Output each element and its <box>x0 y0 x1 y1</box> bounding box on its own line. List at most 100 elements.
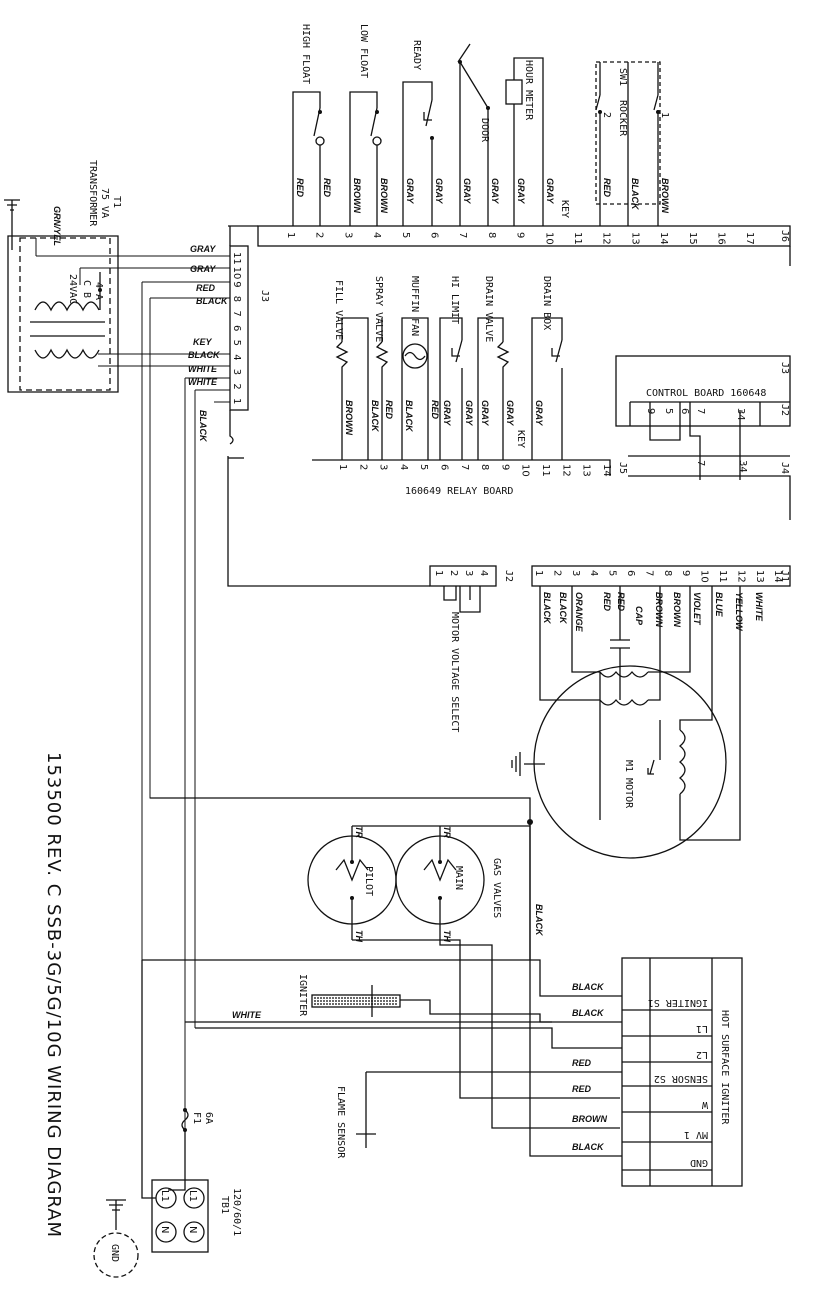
j4-pin: 34 <box>737 460 748 473</box>
j6-pin: 2 <box>314 232 325 238</box>
hour-meter-label: HOUR METER <box>523 60 534 121</box>
hi-limit: HI LIMIT <box>439 276 463 460</box>
hot-surface-igniter: HOT SURFACE IGNITER <box>621 957 743 1187</box>
j5-pin: 11 <box>540 464 551 477</box>
hsi-terminal-label: L1 <box>696 1023 708 1034</box>
j1-pin: 6 <box>625 570 636 576</box>
terminal-block-tb1: L1 L1 N N 120/60/1 TB1 <box>141 960 242 1253</box>
cap-label: CAP <box>634 606 644 626</box>
t1-transformer-label: TRANSFORMER <box>87 160 98 227</box>
control-board: CONTROL BOARD 160648 J3 J2 J4 <box>615 355 791 520</box>
hsi-wire-label: BLACK <box>572 982 605 992</box>
cb-pin: 6 <box>679 408 690 414</box>
j3-wire-9: RED <box>196 283 216 293</box>
spray-valve: SPRAY VALVE <box>373 276 389 460</box>
j3-pin: 6 <box>231 325 242 331</box>
j5-wire-label: BLACK <box>370 400 380 433</box>
j3-pin: 2 <box>231 383 242 389</box>
rocker-switch: SW1 ROCKER 2 1 <box>595 61 670 226</box>
hsi-terminal-label: GND <box>690 1157 708 1168</box>
hsi-terminal-label: IGNITER S1 <box>648 997 708 1008</box>
j6-key-label: KEY <box>559 200 570 218</box>
j1-pin: 8 <box>662 570 673 576</box>
hsi-wire-label: RED <box>572 1084 592 1094</box>
t1-label: T1 <box>111 196 122 208</box>
low-float-switch: LOW FLOAT <box>349 24 382 226</box>
j2-pin: 3 <box>463 570 474 576</box>
j6-label: J6 <box>779 230 790 242</box>
j5-wire-label: GRAY <box>464 400 474 426</box>
relay-board-label: 160649 RELAY BOARD <box>405 486 513 497</box>
pilot-valve-label: PILOT <box>363 866 374 896</box>
hsi-title: HOT SURFACE IGNITER <box>719 1010 730 1125</box>
j6-pin: 12 <box>601 232 612 245</box>
spray-valve-label: SPRAY VALVE <box>373 276 384 342</box>
j1-wire-label: VIOLET <box>692 592 702 626</box>
high-float-label: HIGH FLOAT <box>300 24 311 84</box>
relay-board: J5 160649 RELAY BOARD <box>227 456 628 587</box>
low-float-label: LOW FLOAT <box>358 24 369 78</box>
sw1-label: SW1 <box>617 68 628 86</box>
tb1-term-3: N <box>159 1226 170 1233</box>
pilot-tr-label: TR <box>354 826 364 838</box>
j6-wire-label: BROWN <box>352 178 362 213</box>
j5-wire-label: BLACK <box>404 400 414 433</box>
j1-pin: 13 <box>754 570 765 583</box>
tb1-term-2: L1 <box>187 1190 198 1202</box>
muffin-fan: MUFFIN FAN <box>401 276 429 460</box>
j6-wire-label: GRAY <box>405 178 415 204</box>
j5-wire-label: GRAY <box>505 400 515 426</box>
ready-switch: READY <box>402 40 434 226</box>
j1-pin: 9 <box>680 570 691 576</box>
fill-valve-label: FILL VALVE <box>333 280 344 340</box>
j3-pin: 10 <box>231 267 242 280</box>
j6-wire-label: GRAY <box>516 178 526 204</box>
gas-valves: GAS VALVES MAIN PILOT TR TR TH TH BLACK <box>150 797 620 1129</box>
j1-wire-label: BROWN <box>672 592 682 627</box>
hsi-wire-label: BROWN <box>572 1114 607 1124</box>
drain-valve-label: DRAIN VALVE <box>483 276 494 342</box>
j1-pin: 5 <box>607 570 618 576</box>
j2-label: J2 <box>503 570 514 582</box>
drain-box: DRAIN BOX <box>531 276 563 460</box>
j1-pin: 4 <box>588 570 599 576</box>
j3-pin: 8 <box>231 296 242 302</box>
j5-pin: 13 <box>581 464 592 477</box>
door-label: DOOR <box>479 118 490 143</box>
t1-ground-wire: GRN/YEL <box>52 206 62 246</box>
j6-wire-label: BROWN <box>660 178 670 213</box>
gnd-label: GND <box>109 1244 120 1262</box>
j6-wire-label: BROWN <box>379 178 389 213</box>
j3-wire-11: GRAY <box>190 244 216 254</box>
j3-wire-3: WHITE <box>188 364 218 374</box>
main-tr-label: TR <box>442 826 452 838</box>
j1-wire-label: BLACK <box>558 592 568 625</box>
j3-pin: 3 <box>231 369 242 375</box>
main-valve-label: MAIN <box>453 866 464 890</box>
j3-connector: J3 <box>229 226 270 445</box>
j6-connector: J6 <box>228 225 791 266</box>
hsi-terminal-label: W <box>701 1099 708 1110</box>
transformer-t1: T1 75 VA TRANSFORMER GRN/YEL 4 A C B 24V… <box>4 160 122 393</box>
j5-wire-label: RED <box>430 400 440 420</box>
muffin-fan-label: MUFFIN FAN <box>409 276 420 336</box>
j5-pin: 3 <box>378 464 389 470</box>
j5-pin: 1 <box>337 464 348 470</box>
j2-pin: 4 <box>478 570 489 576</box>
j3-pin: 5 <box>231 340 242 346</box>
j2-pin: 2 <box>448 570 459 576</box>
j3-wire-4: BLACK <box>188 350 221 360</box>
j3-pin: 7 <box>231 310 242 316</box>
j5-pin: 10 <box>520 464 531 477</box>
white-wire-label: WHITE <box>232 1010 262 1020</box>
j1-wire-label: BROWN <box>654 592 664 627</box>
flame-sensor: FLAME SENSOR <box>335 1071 622 1159</box>
j1-wire-label: BLUE <box>714 592 724 617</box>
j6-wire-label: GRAY <box>545 178 555 204</box>
j4-label: J4 <box>779 462 790 474</box>
cb-pin: 9 <box>645 408 656 414</box>
